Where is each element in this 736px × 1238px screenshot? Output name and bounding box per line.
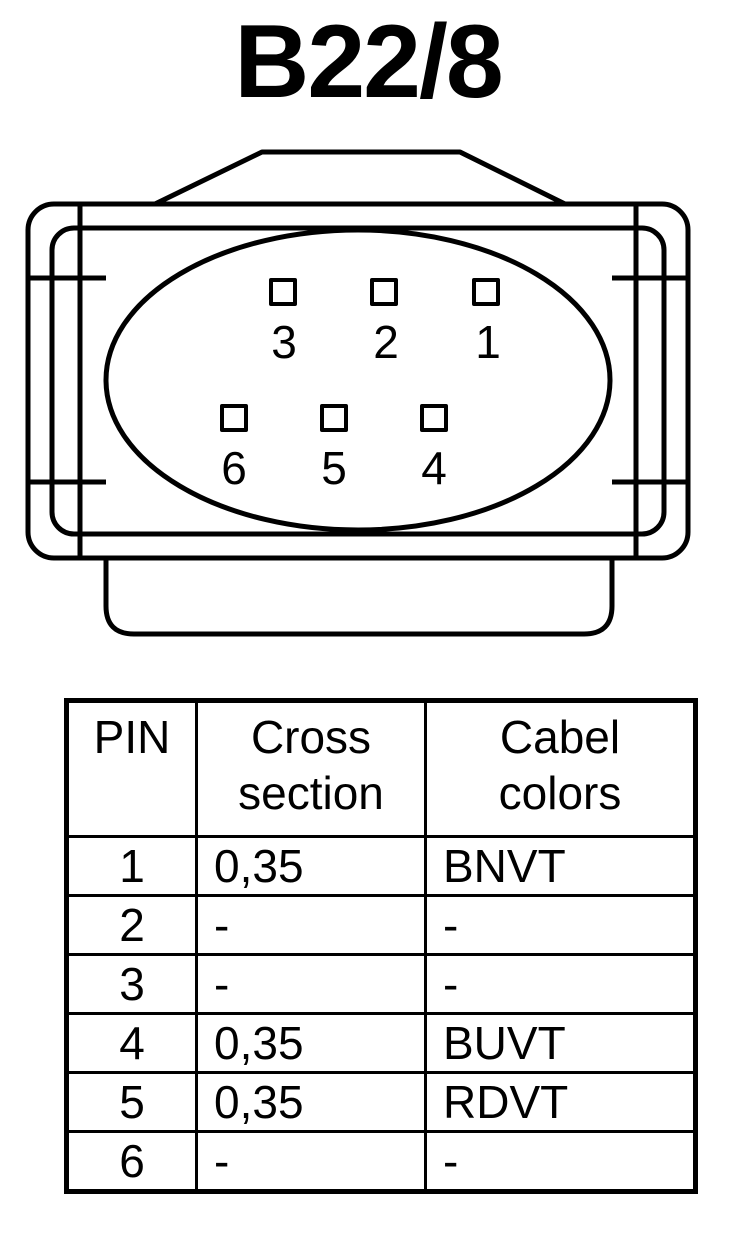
cell-cable-color: BNVT [424, 835, 697, 897]
pin-assignment-table: PIN Cross section Cabel colors 1 0,35 BN… [64, 698, 698, 1194]
header-cross-section: Cross section [195, 699, 427, 838]
connector-diagram: 3 2 1 6 5 4 [25, 149, 691, 637]
pin-5-contact [320, 404, 348, 432]
cell-pin: 6 [65, 1130, 198, 1193]
connector-outer-housing [25, 201, 691, 561]
connector-title: B22/8 [234, 4, 504, 120]
cell-cross-section: 0,35 [195, 1071, 427, 1133]
cell-cross-section: - [195, 1130, 427, 1193]
pin-label: 1 [475, 316, 501, 368]
connector-face [103, 227, 613, 533]
cell-cable-color: - [424, 953, 697, 1015]
pin-label: 5 [321, 442, 347, 494]
table-row: 3 - - [65, 953, 697, 1015]
cell-pin: 2 [65, 894, 198, 956]
pin-4-contact [420, 404, 448, 432]
cell-pin: 5 [65, 1071, 198, 1133]
cell-cross-section: - [195, 894, 427, 956]
pin-label: 2 [373, 316, 399, 368]
pin-label: 6 [221, 442, 247, 494]
pin-label: 4 [421, 442, 447, 494]
table-row: 5 0,35 RDVT [65, 1071, 697, 1133]
connector-bottom-tab [103, 558, 615, 637]
table-row: 1 0,35 BNVT [65, 835, 697, 897]
pin-1-contact [472, 278, 500, 306]
table-row: 2 - - [65, 894, 697, 956]
header-pin: PIN [65, 699, 198, 838]
table-row: 6 - - [65, 1130, 697, 1193]
cell-pin: 3 [65, 953, 198, 1015]
header-cable-colors: Cabel colors [424, 699, 697, 838]
cell-cable-color: - [424, 894, 697, 956]
pin-3-contact [269, 278, 297, 306]
cell-pin: 1 [65, 835, 198, 897]
cell-cross-section: - [195, 953, 427, 1015]
cell-cable-color: RDVT [424, 1071, 697, 1133]
pin-6-contact [220, 404, 248, 432]
pin-label: 3 [271, 316, 297, 368]
connector-latch [153, 149, 567, 207]
cell-pin: 4 [65, 1012, 198, 1074]
cell-cable-color: - [424, 1130, 697, 1193]
table-header-row: PIN Cross section Cabel colors [65, 699, 697, 838]
cell-cross-section: 0,35 [195, 1012, 427, 1074]
cell-cross-section: 0,35 [195, 835, 427, 897]
pin-2-contact [370, 278, 398, 306]
cell-cable-color: BUVT [424, 1012, 697, 1074]
table-row: 4 0,35 BUVT [65, 1012, 697, 1074]
